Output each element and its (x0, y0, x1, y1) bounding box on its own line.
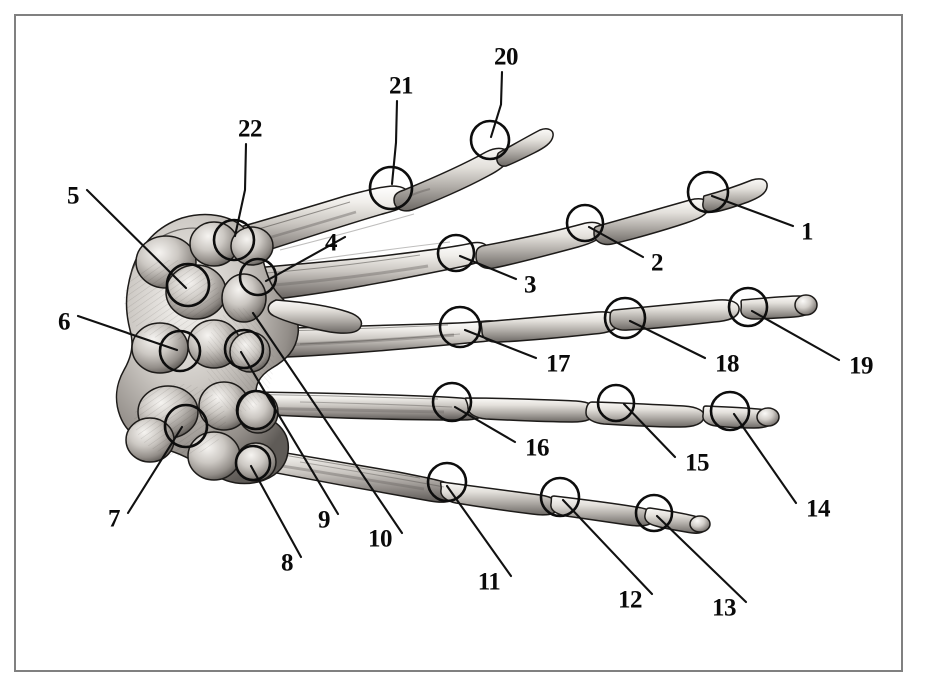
label-number-7: 7 (108, 505, 121, 533)
label-number-6: 6 (58, 308, 71, 336)
figure-border-frame (14, 14, 903, 672)
label-number-2: 2 (651, 249, 664, 277)
label-number-21: 21 (389, 72, 414, 100)
label-number-18: 18 (715, 350, 740, 378)
label-number-12: 12 (618, 586, 643, 614)
label-number-4: 4 (325, 229, 338, 257)
label-number-19: 19 (849, 352, 874, 380)
label-number-3: 3 (524, 271, 537, 299)
label-number-14: 14 (806, 495, 831, 523)
label-number-17: 17 (546, 350, 571, 378)
label-number-22: 22 (238, 115, 263, 143)
label-number-9: 9 (318, 506, 331, 534)
label-number-20: 20 (494, 43, 519, 71)
label-number-1: 1 (801, 218, 814, 246)
label-number-11: 11 (477, 568, 501, 596)
label-number-16: 16 (525, 434, 550, 462)
label-number-13: 13 (712, 594, 737, 622)
label-number-15: 15 (685, 449, 710, 477)
label-number-5: 5 (67, 182, 80, 210)
label-number-8: 8 (281, 549, 294, 577)
label-number-10: 10 (368, 525, 393, 553)
